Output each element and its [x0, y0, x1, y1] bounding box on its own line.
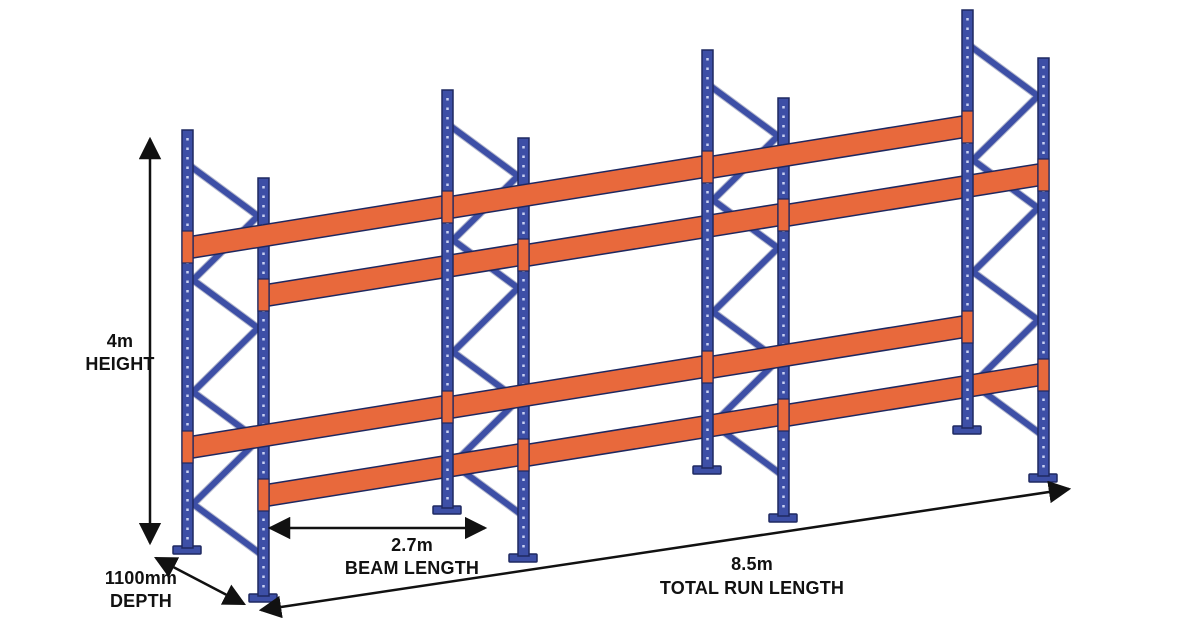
dimension-labels: 4m HEIGHT 1100mm DEPTH 2.7m BEAM LENGTH …	[85, 331, 844, 611]
front-connector-plate	[181, 430, 194, 464]
dimension-annotations	[138, 136, 1072, 619]
front-connector-plate	[701, 350, 714, 384]
rear-connector-plate	[1037, 158, 1050, 192]
front-connector-plate	[441, 390, 454, 424]
rear-beams	[257, 158, 1050, 512]
depth-value-label: 1100mm	[105, 568, 177, 588]
rear-connector-plate	[777, 198, 790, 232]
total-run-dimension-arrow	[258, 480, 1072, 619]
height-value-label: 4m	[107, 331, 133, 351]
front-beams	[181, 110, 974, 464]
front-beam-level1-bay3	[712, 115, 963, 179]
beam-length-text-label: BEAM LENGTH	[345, 558, 479, 578]
depth-text-label: DEPTH	[110, 591, 172, 611]
front-beam-level2-bay3	[712, 315, 963, 379]
front-connector-plate	[181, 230, 194, 264]
rear-beam-level2-bay2	[528, 403, 779, 467]
depth-dimension-arrow	[154, 556, 246, 606]
rear-beam-level2-bay3	[788, 363, 1039, 427]
upright-frame-3-front	[691, 48, 723, 476]
rear-beam-level1-bay1	[268, 243, 519, 307]
upright-frame-2-front	[431, 88, 463, 516]
total-run-text-label: TOTAL RUN LENGTH	[660, 578, 844, 598]
upright-frame-4-front	[951, 8, 983, 436]
rear-connector-plate	[257, 478, 270, 512]
height-text-label: HEIGHT	[85, 354, 154, 374]
front-beam-level1-bay2	[452, 155, 703, 219]
front-beam-level2-bay2	[452, 355, 703, 419]
rear-beam-level1-bay2	[528, 203, 779, 267]
rear-connector-plate	[777, 398, 790, 432]
rear-connector-plate	[257, 278, 270, 312]
rear-beam-level2-bay1	[268, 443, 519, 507]
front-connector-plate	[961, 110, 974, 144]
front-beam-level1-bay1	[192, 195, 443, 259]
front-connector-plate	[961, 310, 974, 344]
total-run-value-label: 8.5m	[731, 554, 773, 574]
front-connector-plate	[701, 150, 714, 184]
upright-frame-4-rear	[973, 48, 1057, 482]
rear-beam-level1-bay3	[788, 163, 1039, 227]
rear-connector-plate	[517, 238, 530, 272]
front-beam-level2-bay1	[192, 395, 443, 459]
front-connector-plate	[441, 190, 454, 224]
upright-frame-1-front	[171, 128, 203, 556]
beam-length-value-label: 2.7m	[391, 535, 433, 555]
rear-connector-plate	[1037, 358, 1050, 392]
rear-connector-plate	[517, 438, 530, 472]
